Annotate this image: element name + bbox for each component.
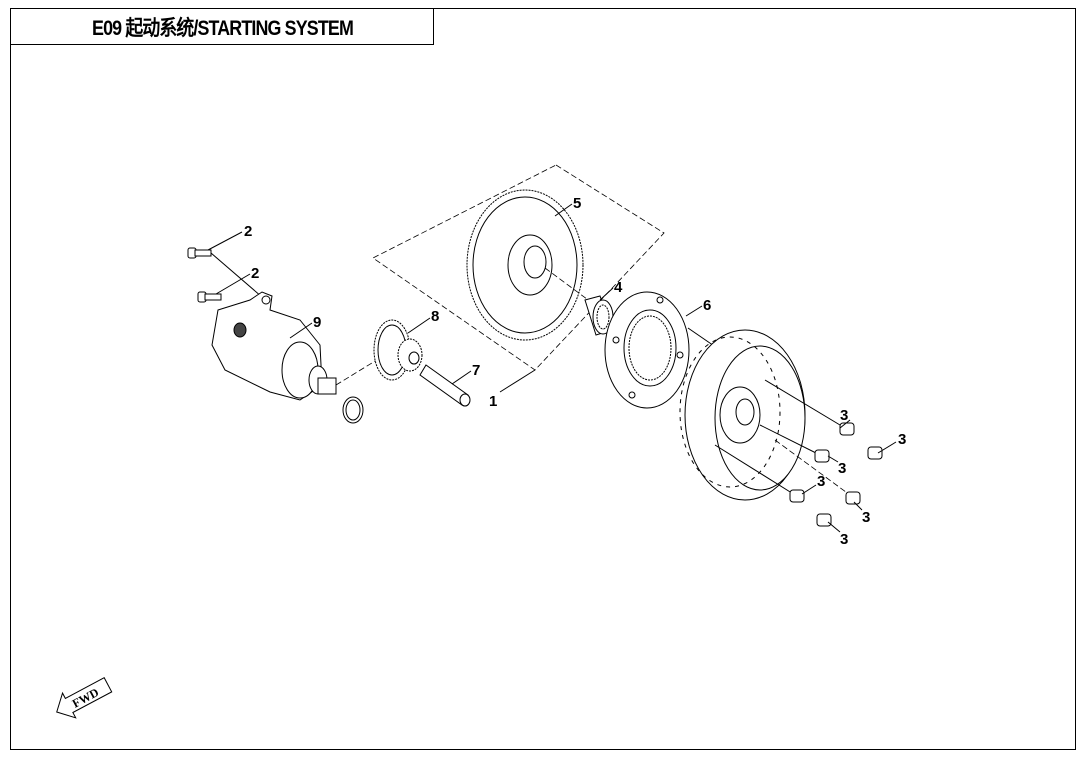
- one-way-clutch-part-6: [604, 291, 721, 409]
- bolts-part-3: [714, 379, 883, 527]
- leader-lines: [207, 203, 897, 533]
- callout-2a: 2: [244, 223, 252, 240]
- callout-3a: 3: [840, 407, 848, 424]
- bolt-part-2b: [197, 291, 222, 303]
- callout-3f: 3: [840, 531, 848, 548]
- callout-3b: 3: [898, 431, 906, 448]
- bolt-part-2a: [187, 247, 263, 298]
- callout-1: 1: [489, 393, 497, 410]
- shaft-part-7: [419, 364, 471, 407]
- callout-5: 5: [573, 195, 581, 212]
- callout-4: 4: [614, 279, 623, 296]
- callout-3d: 3: [817, 473, 825, 490]
- forward-direction-arrow: FWD: [56, 677, 113, 719]
- diagram-frame: [10, 8, 1076, 750]
- callout-9: 9: [313, 314, 321, 331]
- callout-2b: 2: [251, 265, 259, 282]
- starter-gear-part-5: [466, 189, 596, 341]
- title-box: E09 起动系统/STARTING SYSTEM: [10, 8, 434, 45]
- callout-3e: 3: [862, 509, 870, 526]
- callout-6: 6: [703, 297, 711, 314]
- page-title: E09 起动系统/STARTING SYSTEM: [91, 16, 354, 40]
- idler-gear-part-8: [373, 319, 423, 381]
- callout-7: 7: [472, 362, 480, 379]
- starter-motor-part-9: [211, 291, 386, 401]
- callout-8: 8: [431, 308, 439, 325]
- callout-3c: 3: [838, 460, 846, 477]
- flywheel: [679, 329, 806, 501]
- o-ring: [342, 396, 364, 424]
